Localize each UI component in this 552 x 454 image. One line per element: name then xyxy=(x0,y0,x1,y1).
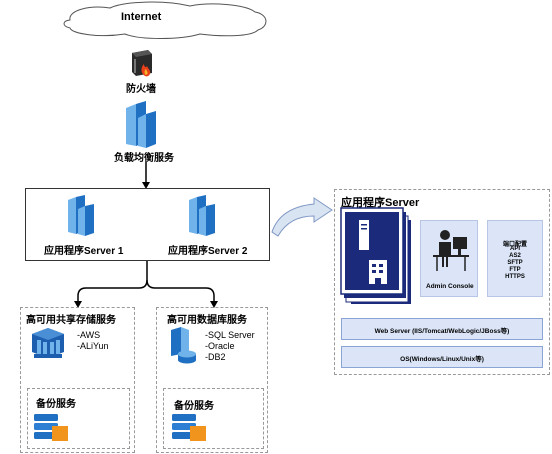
storage-title: 高可用共享存储服务 xyxy=(26,315,116,326)
internet-label: Internet xyxy=(121,11,162,23)
app-server-group: 应用程序Server 1 应用程序Server 2 xyxy=(25,188,270,261)
database-backup-label: 备份服务 xyxy=(174,401,214,412)
arrow-servers-to-services xyxy=(74,261,218,308)
port-item-api: API xyxy=(509,246,520,252)
storage-service-panel: 高可用共享存储服务 -AWS -ALiYun 备份服务 xyxy=(20,307,135,453)
arrow-lb-to-servers xyxy=(142,162,150,189)
app-server-2-label: 应用程序Server 2 xyxy=(168,246,248,257)
backup-storage-icon xyxy=(34,414,68,441)
os-label: OS(Windows/Linux/Unix等) xyxy=(400,356,484,363)
detail-title: 应用程序Server xyxy=(341,197,420,209)
database-title: 高可用数据库服务 xyxy=(167,315,247,326)
database-item-oracle: -Oracle xyxy=(205,341,235,351)
server-cluster-icon xyxy=(126,101,156,148)
firewall-icon xyxy=(132,50,152,77)
database-item-db2: -DB2 xyxy=(205,352,226,362)
database-item-sqlserver: -SQL Server xyxy=(205,330,255,340)
app-server-1-label: 应用程序Server 1 xyxy=(44,246,124,257)
web-server-label: Web Server (IIS/Tomcat/WebLogic/JBoss等) xyxy=(374,328,510,335)
server-stack-icon xyxy=(340,207,411,304)
app-server-detail-panel: 应用程序Server Admin Console xyxy=(334,189,550,375)
database-service-panel: 高可用数据库服务 -SQL Server -Oracle -DB2 备份服务 xyxy=(156,307,268,453)
admin-console-box: Admin Console xyxy=(420,220,478,297)
database-backup-panel: 备份服务 xyxy=(163,388,264,449)
port-item-sftp: SFTP xyxy=(507,260,523,266)
admin-person-icon xyxy=(433,230,469,271)
storage-backup-panel: 备份服务 xyxy=(27,388,130,449)
load-balancer-label: 负载均衡服务 xyxy=(114,153,174,164)
admin-console-label: Admin Console xyxy=(426,283,474,290)
port-item-as2: AS2 xyxy=(509,253,521,259)
os-bar: OS(Windows/Linux/Unix等) xyxy=(341,346,543,368)
firewall-label: 防火墙 xyxy=(126,84,156,95)
server-cluster-icon xyxy=(189,195,215,236)
database-icon xyxy=(171,327,196,364)
backup-storage-icon xyxy=(172,414,206,441)
web-server-bar: Web Server (IIS/Tomcat/WebLogic/JBoss等) xyxy=(341,318,543,340)
port-config-title: 端口配置 xyxy=(502,242,527,248)
storage-item-aliyun: -ALiYun xyxy=(77,341,109,351)
server-cluster-icon xyxy=(68,195,94,236)
zoom-arrow xyxy=(271,197,333,237)
internet-cloud xyxy=(63,1,267,39)
port-item-ftp: FTP xyxy=(509,267,521,273)
storage-item-aws: -AWS xyxy=(77,330,101,340)
port-config-box: 端口配置 API AS2 SFTP FTP HTTPS xyxy=(487,220,543,297)
storage-backup-label: 备份服务 xyxy=(36,399,76,410)
port-item-https: HTTPS xyxy=(505,274,525,280)
storage-cluster-icon xyxy=(32,328,64,358)
